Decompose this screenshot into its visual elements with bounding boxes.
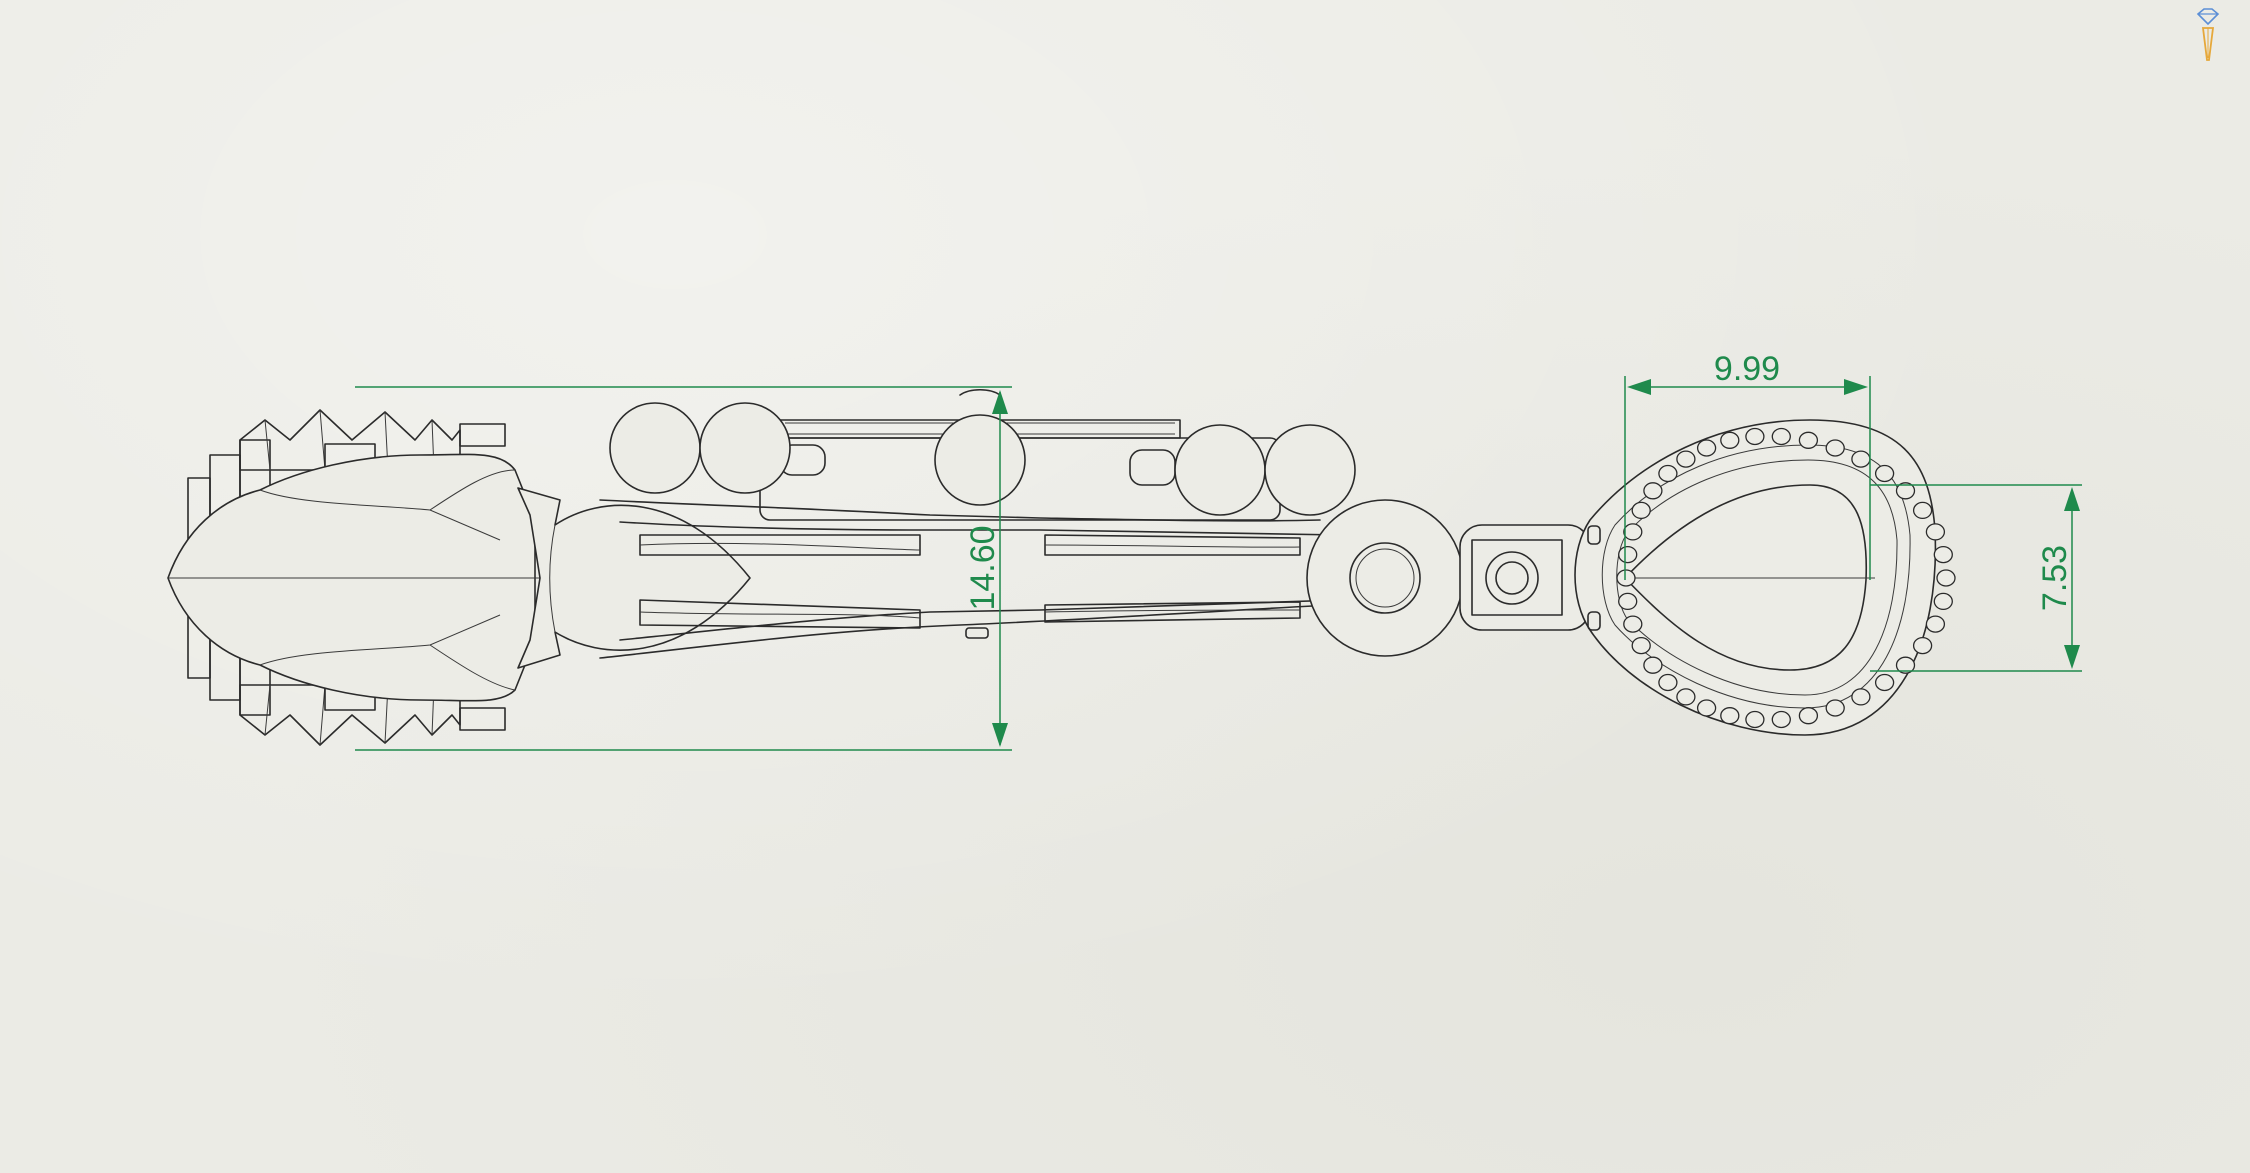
dimension-bail-width: 9.99 (1624, 350, 1871, 580)
channel-top-left (639, 534, 921, 556)
bail-bead (1745, 710, 1765, 729)
crown-wing-lines (429, 469, 516, 691)
dim-label-bail-width: 9.99 (1714, 350, 1780, 388)
bail-bead (1631, 501, 1651, 520)
logo-diamond (2196, 8, 2220, 26)
beaded-bar (609, 388, 1356, 521)
bail-bead (1936, 569, 1956, 587)
connector-disc (1306, 499, 1464, 657)
bail-bead (1720, 431, 1740, 449)
dim-arrow-upper (2064, 487, 2080, 511)
bail-bead (1658, 464, 1678, 483)
ball-2 (699, 402, 791, 494)
bail-bead (1771, 427, 1791, 446)
crown-spike-facets (264, 409, 435, 471)
bail-joint-bottom (1587, 611, 1601, 631)
bail-link-frame (1471, 539, 1563, 616)
ball-4 (1174, 424, 1266, 516)
bail-bead (1658, 673, 1678, 692)
bail-link-ring (1485, 551, 1539, 605)
shank-upper-edge-2 (619, 521, 1341, 536)
dim-arrow-right (1844, 379, 1868, 395)
crown-spike-facets-bottom (264, 684, 435, 746)
bail-bead (1925, 523, 1946, 541)
bail-bead (1798, 431, 1819, 449)
crown-inner-lines (259, 489, 501, 666)
pointed-stone (517, 487, 751, 669)
bail-bead (1676, 450, 1696, 468)
bail-bead (1925, 615, 1946, 633)
logo-stand (2201, 27, 2215, 61)
bail-bead (1825, 699, 1845, 717)
bail-bead (1618, 545, 1638, 564)
channel-bottom-left (639, 599, 921, 629)
pointed-stone-outline (517, 487, 751, 669)
bail-bead (1895, 656, 1916, 674)
dimension-height-total: 14.60 (355, 386, 1012, 751)
crown-tab-top (459, 423, 506, 447)
bail-bead (1720, 707, 1740, 725)
bail-bead (1616, 569, 1636, 587)
bail-bead (1874, 673, 1895, 692)
bail-bead-ring (1616, 427, 1956, 729)
channel-top-right (1044, 534, 1301, 556)
crown-setting (167, 409, 540, 746)
crown-tab-bottom (459, 707, 506, 731)
shank-marker (965, 627, 989, 639)
ball-3-cap (959, 388, 1001, 396)
dim-arrow-lower (2064, 645, 2080, 669)
ball-3 (934, 414, 1026, 506)
shank (599, 499, 1341, 659)
bail-bead (1643, 656, 1663, 674)
ball-1 (609, 402, 701, 494)
bail-bead (1798, 707, 1819, 725)
dim-arrow-bottom (992, 723, 1008, 747)
bail-bead (1745, 427, 1765, 446)
shank-upper-edge (599, 499, 1321, 522)
ball-5 (1264, 424, 1356, 516)
connector-disc-ring (1355, 548, 1415, 608)
bail-bead (1851, 450, 1871, 468)
bail-bead (1631, 636, 1651, 655)
channel-bottom-right (1044, 601, 1301, 623)
bail-bead (1676, 688, 1696, 706)
bail-bead (1912, 501, 1933, 520)
dim-arrow-left (1627, 379, 1651, 395)
bail-bead (1933, 545, 1953, 564)
bail-bead (1874, 464, 1895, 483)
bail-bead (1771, 710, 1791, 729)
bail-link-hole (1495, 561, 1529, 595)
bail-opening (1624, 484, 1868, 671)
channel-shading (639, 542, 1301, 619)
dim-arrow-top (992, 390, 1008, 414)
bail-inner-rim (1601, 444, 1911, 709)
connector (1306, 499, 1591, 657)
bail-bead (1623, 615, 1643, 633)
bail-bead (1643, 482, 1663, 500)
shank-lower-edge (599, 604, 1331, 659)
bail-bead (1623, 523, 1643, 541)
bail-bead (1912, 636, 1933, 655)
teardrop-bail (1574, 419, 1956, 736)
pointed-stone-girdle (549, 524, 556, 633)
bail-bead (1933, 592, 1953, 611)
bail-joint-top (1587, 525, 1601, 545)
bar-slot-right (1129, 449, 1176, 486)
bail-bead (1696, 439, 1717, 457)
bail-bead (1895, 482, 1916, 500)
dim-label-bail-height: 7.53 (2036, 545, 2074, 611)
bail-bead (1618, 592, 1638, 611)
connector-disc-inner (1349, 542, 1421, 614)
bail-bead (1825, 439, 1845, 457)
bail-bead (1696, 699, 1717, 717)
shank-lower-edge-2 (619, 599, 1341, 641)
diamond-jewelry-logo-icon (2196, 8, 2220, 61)
bail-bead (1851, 688, 1871, 706)
dim-label-height-total: 14.60 (964, 525, 1002, 610)
dimension-bail-height: 7.53 (1870, 484, 2082, 672)
